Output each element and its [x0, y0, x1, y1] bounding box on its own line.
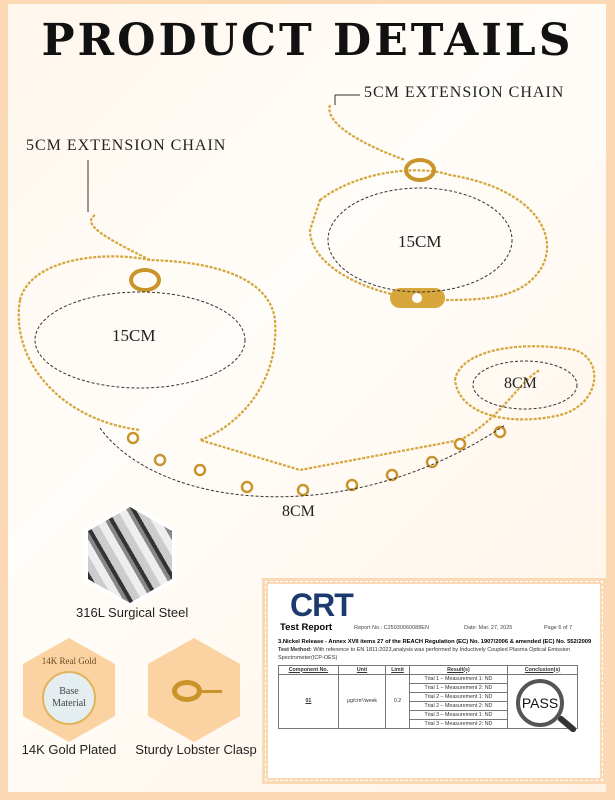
test-method: Test Method: With reference to EN 1811:2… [278, 647, 571, 661]
extension-chain-label-left: 5CM EXTENSION CHAIN [26, 137, 227, 154]
right-extension-chain [328, 104, 406, 162]
ring-guide [472, 360, 578, 410]
left-circumference-guide [34, 291, 246, 389]
extension-chain-label-right: 5CM EXTENSION CHAIN [364, 84, 565, 101]
report-page: Page 6 of 7 [544, 625, 573, 631]
lobster-clasp-left [129, 268, 161, 292]
pass-magnifier-badge: PASS [516, 679, 564, 727]
feature-label-steel: 316L Surgical Steel [76, 605, 189, 620]
left-bracelet-chain [18, 255, 541, 472]
left-extension-chain [90, 214, 151, 261]
report-section: 3.Nickel Release - Annex XVII items 27 o… [278, 639, 592, 645]
lobster-clasp-image [172, 680, 202, 702]
report-title: Test Report [280, 622, 333, 633]
right-circumference-guide [327, 187, 513, 293]
arc-guide [99, 424, 506, 498]
ring-chain [453, 345, 596, 421]
report-body: 3.Nickel Release - Annex XVII items 27 o… [278, 638, 592, 734]
report-date: Date: Mar. 27, 2025 [464, 625, 513, 631]
base-material-label: Base Material [42, 671, 96, 725]
crt-logo: CRT [290, 587, 354, 623]
conclusion-cell: PASS [507, 674, 578, 734]
lobster-clasp-right [404, 158, 436, 182]
page-title: PRODUCT DETAILS [41, 15, 574, 66]
ring-size-label: 8CM [504, 375, 537, 392]
bezel-charms [126, 425, 507, 497]
report-number: Report No.: C25030060088EN [354, 625, 429, 631]
right-circumference-label: 15CM [398, 232, 442, 251]
left-circumference-label: 15CM [112, 326, 156, 345]
test-report-card: CRT Test Report Report No.: C25030060088… [262, 578, 606, 784]
magnifier-handle-icon [556, 714, 578, 734]
arc-length-label: 8CM [282, 503, 315, 520]
real-gold-label: 14K Real Gold [41, 656, 97, 666]
feature-label-clasp: Sturdy Lobster Clasp [135, 742, 257, 757]
feature-label-gold: 14K Gold Plated [21, 742, 117, 757]
steel-rods-image [88, 507, 172, 603]
right-bracelet-chain [308, 169, 549, 302]
